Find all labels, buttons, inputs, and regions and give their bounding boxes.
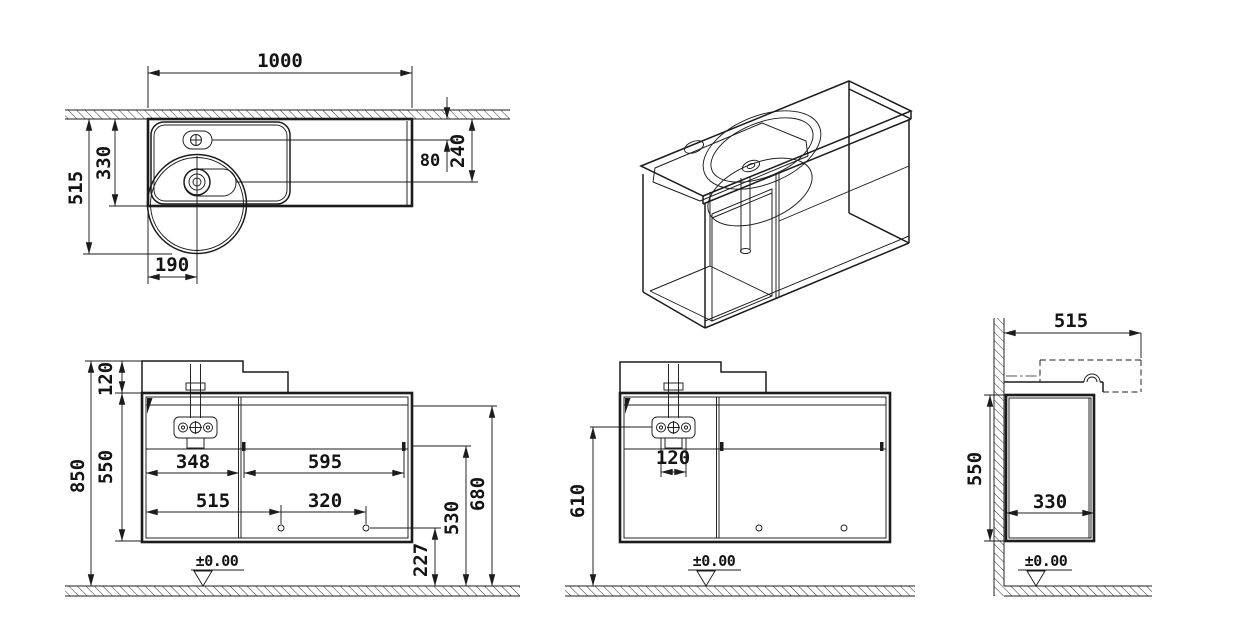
fl-floor [65, 585, 520, 597]
front-view-left: 850 120 550 348 595 515 320 227 530 680 … [65, 360, 520, 597]
dim-plan-total-depth: 515 [65, 171, 87, 205]
dim-plan-basin-depth: 330 [93, 146, 115, 180]
side-countertop [1004, 359, 1142, 393]
wall-hatch-band [65, 109, 510, 120]
fm-cabinet [618, 391, 892, 544]
dim-fl-shelf-height: 530 [441, 501, 463, 535]
dim-plan-bowl-offset: 190 [155, 254, 189, 276]
fm-datum-label: ±0.00 [693, 552, 736, 570]
side-datum-symbol [1018, 569, 1072, 587]
dim-fl-left-width: 348 [176, 451, 210, 473]
fl-cabinet [140, 391, 414, 544]
fl-dimensions [85, 360, 497, 587]
fm-floor [565, 585, 915, 597]
fm-basin-silhouette [619, 361, 767, 393]
fm-dimensions [589, 426, 687, 587]
side-wall [993, 318, 1005, 596]
fl-datum-symbol [191, 569, 244, 587]
drain-hole [183, 168, 237, 197]
dim-fm-hole-spacing: 120 [656, 447, 690, 469]
dim-fl-fixing-x: 515 [196, 490, 230, 512]
dim-fm-trap-height: 610 [567, 484, 589, 518]
dim-fl-lip: 120 [95, 362, 117, 396]
plan-dimensions [83, 66, 478, 284]
fl-basin-silhouette [141, 360, 289, 393]
countertop-outline [146, 117, 414, 208]
side-datum-label: ±0.00 [1025, 552, 1068, 570]
dim-fl-right-width: 595 [308, 451, 342, 473]
dim-side-depth: 515 [1054, 310, 1088, 332]
side-dimensions [984, 329, 1142, 542]
dim-fl-fixing-height: 227 [410, 543, 432, 577]
dim-plan-drain-offset: 240 [447, 134, 469, 168]
dim-plan-faucet-offset: 80 [420, 151, 440, 171]
faucet-hole [182, 130, 213, 150]
dim-side-cabinet-depth: 330 [1033, 491, 1067, 513]
dim-plan-width: 1000 [257, 50, 303, 72]
dim-fl-fixing-spacing: 320 [308, 490, 342, 512]
iso-basin-bowl [684, 110, 822, 227]
basin-rim [150, 121, 291, 205]
side-cabinet [1004, 393, 1096, 543]
fm-datum-symbol [688, 569, 741, 587]
fl-datum-label: ±0.00 [196, 552, 239, 570]
plan-view: 1000 515 330 190 80 240 [65, 50, 510, 284]
iso-open-compartment [649, 176, 773, 322]
iso-cabinet-body [642, 89, 910, 329]
isometric-view [639, 80, 913, 329]
fl-drain-trap [173, 364, 218, 449]
dim-fl-total-height: 850 [67, 459, 89, 493]
side-view: 515 550 330 ±0.00 [964, 310, 1152, 597]
side-floor [1004, 585, 1152, 597]
fm-drain-trap [651, 364, 696, 449]
dim-fl-cabinet-height: 550 [95, 450, 117, 484]
dim-side-cabinet-height: 550 [964, 452, 986, 486]
dim-fl-drawer-top: 680 [467, 477, 489, 511]
front-view-middle: 610 120 ±0.00 [565, 361, 915, 597]
